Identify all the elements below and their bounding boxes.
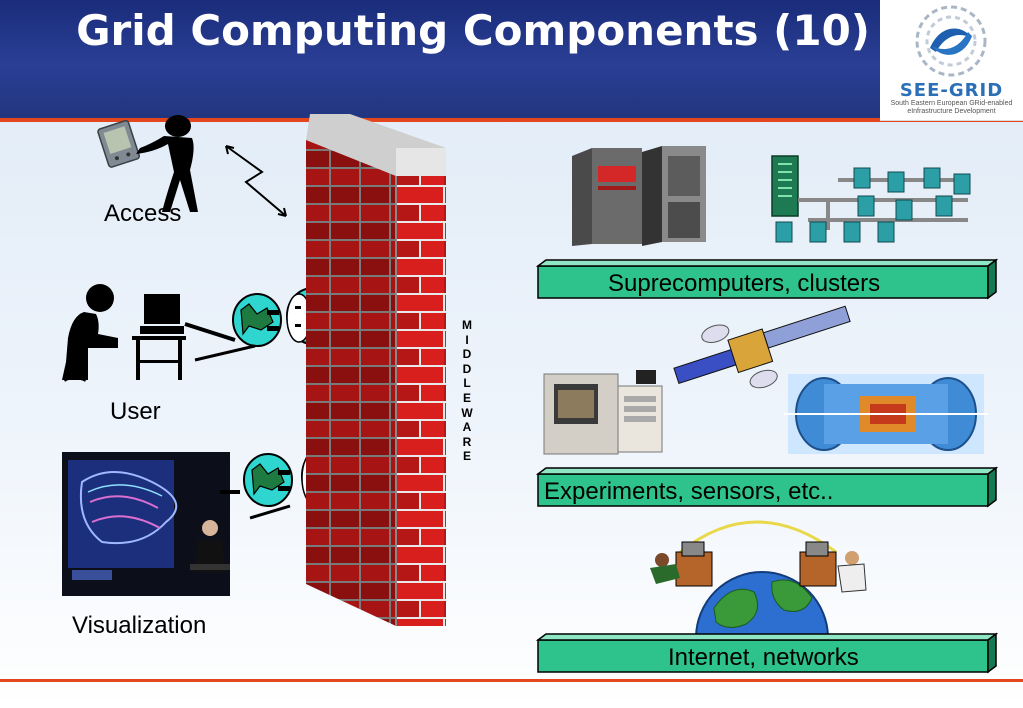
globe-network-icon <box>636 512 876 638</box>
particle-detector-icon <box>784 370 988 458</box>
see-grid-logo: SEE-GRID South Eastern European GRid-ena… <box>880 0 1023 121</box>
footer-rule <box>0 679 1023 682</box>
wireless-link-icon <box>222 142 292 222</box>
slide-title: Grid Computing Components (10) <box>30 6 870 56</box>
banner-label: Suprecomputers, clusters <box>608 268 880 300</box>
banner-label: Experiments, sensors, etc.. <box>544 476 833 508</box>
cluster-icon <box>768 150 980 244</box>
visualization-label: Visualization <box>72 612 206 640</box>
desktop-user-icon <box>58 282 186 384</box>
supercomputer-icon <box>568 146 714 250</box>
lab-equipment-icon <box>540 366 666 456</box>
visualization-wall-photo <box>62 452 230 596</box>
banner-label: Internet, networks <box>668 642 859 674</box>
access-label: Access <box>104 200 181 228</box>
firewall-brick-wall <box>300 114 450 628</box>
logo-subtitle: South Eastern European GRid-enabled eInf… <box>880 100 1023 116</box>
title-bar: Grid Computing Components (10) <box>0 0 880 118</box>
logo-wordmark: SEE-GRID <box>880 80 1023 101</box>
middleware-label: M I D D L E W A R E <box>457 318 477 464</box>
user-label: User <box>110 398 161 426</box>
see-grid-swirl-icon <box>910 4 992 78</box>
